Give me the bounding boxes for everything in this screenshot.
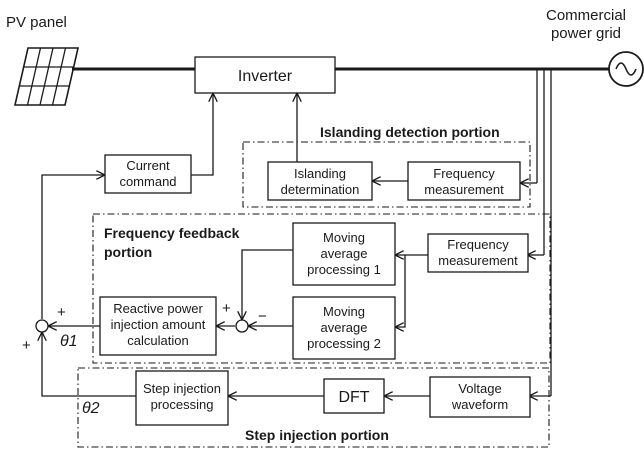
- subtraction-junction: [235, 319, 249, 333]
- sum-plus-sign-left: +: [22, 337, 31, 354]
- pv-panel-icon: [13, 47, 80, 106]
- step-injection-frame: [77, 367, 550, 448]
- moving-average-1-box: [292, 222, 396, 286]
- reactive-power-label-3: calculation: [127, 333, 188, 348]
- frequency-measurement-2-label-2: measurement: [438, 253, 518, 268]
- islanding-determination-label-1: Islanding: [294, 166, 346, 181]
- moving-average-1-label-2: average: [321, 246, 368, 261]
- step-injection-label-2: processing: [151, 397, 214, 412]
- moving-average-1-label-3: processing 1: [307, 262, 381, 277]
- reactive-power-label-1: Reactive power: [113, 301, 203, 316]
- step-injection-title: Step injection portion: [245, 427, 389, 443]
- grid-label-line1: Commercial: [546, 7, 626, 24]
- current-command-box: [104, 154, 192, 194]
- inverter-label: Inverter: [238, 68, 293, 85]
- junction-plus-sign: +: [222, 300, 231, 317]
- grid-label-line2: power grid: [551, 25, 621, 42]
- frequency-measurement-1-label-2: measurement: [424, 182, 504, 197]
- reactive-power-label-2: injection amount: [111, 317, 206, 332]
- moving-average-2-label-2: average: [321, 320, 368, 335]
- moving-average-2-label-3: processing 2: [307, 336, 381, 351]
- islanding-determination-label-2: determination: [281, 182, 360, 197]
- theta2-label: θ2: [82, 400, 100, 417]
- inverter-box: [194, 56, 336, 94]
- voltage-waveform-box: [429, 376, 531, 418]
- islanding-detection-frame: [242, 141, 531, 208]
- frequency-measurement-1-label-1: Frequency: [433, 166, 495, 181]
- frequency-feedback-title-2: portion: [104, 244, 152, 260]
- frequency-measurement-box-1: [407, 161, 521, 201]
- frequency-measurement-box-2: [427, 233, 529, 273]
- islanding-determination-box: [267, 161, 373, 201]
- moving-average-1-label-1: Moving: [323, 230, 365, 245]
- frequency-feedback-frame: [92, 213, 551, 364]
- moving-average-2-box: [292, 296, 396, 360]
- theta1-label: θ1: [60, 333, 78, 350]
- junction-minus-sign: −: [258, 308, 267, 325]
- current-command-label-2: command: [119, 174, 176, 189]
- frequency-measurement-2-label-1: Frequency: [447, 237, 509, 252]
- ac-source-icon: [608, 51, 644, 87]
- step-injection-label-1: Step injection: [143, 381, 221, 396]
- voltage-waveform-label-2: waveform: [451, 397, 508, 412]
- voltage-waveform-label-1: Voltage: [458, 381, 501, 396]
- current-command-label-1: Current: [126, 158, 170, 173]
- frequency-feedback-title-1: Frequency feedback: [104, 225, 240, 241]
- islanding-detection-title: Islanding detection portion: [320, 124, 500, 140]
- pv-panel-label: PV panel: [6, 14, 67, 31]
- summing-junction: [35, 319, 49, 333]
- moving-average-2-label-1: Moving: [323, 304, 365, 319]
- reactive-power-box: [99, 296, 217, 356]
- dft-label: DFT: [338, 389, 369, 406]
- sum-plus-sign-top: +: [57, 304, 66, 321]
- step-injection-box: [135, 370, 229, 426]
